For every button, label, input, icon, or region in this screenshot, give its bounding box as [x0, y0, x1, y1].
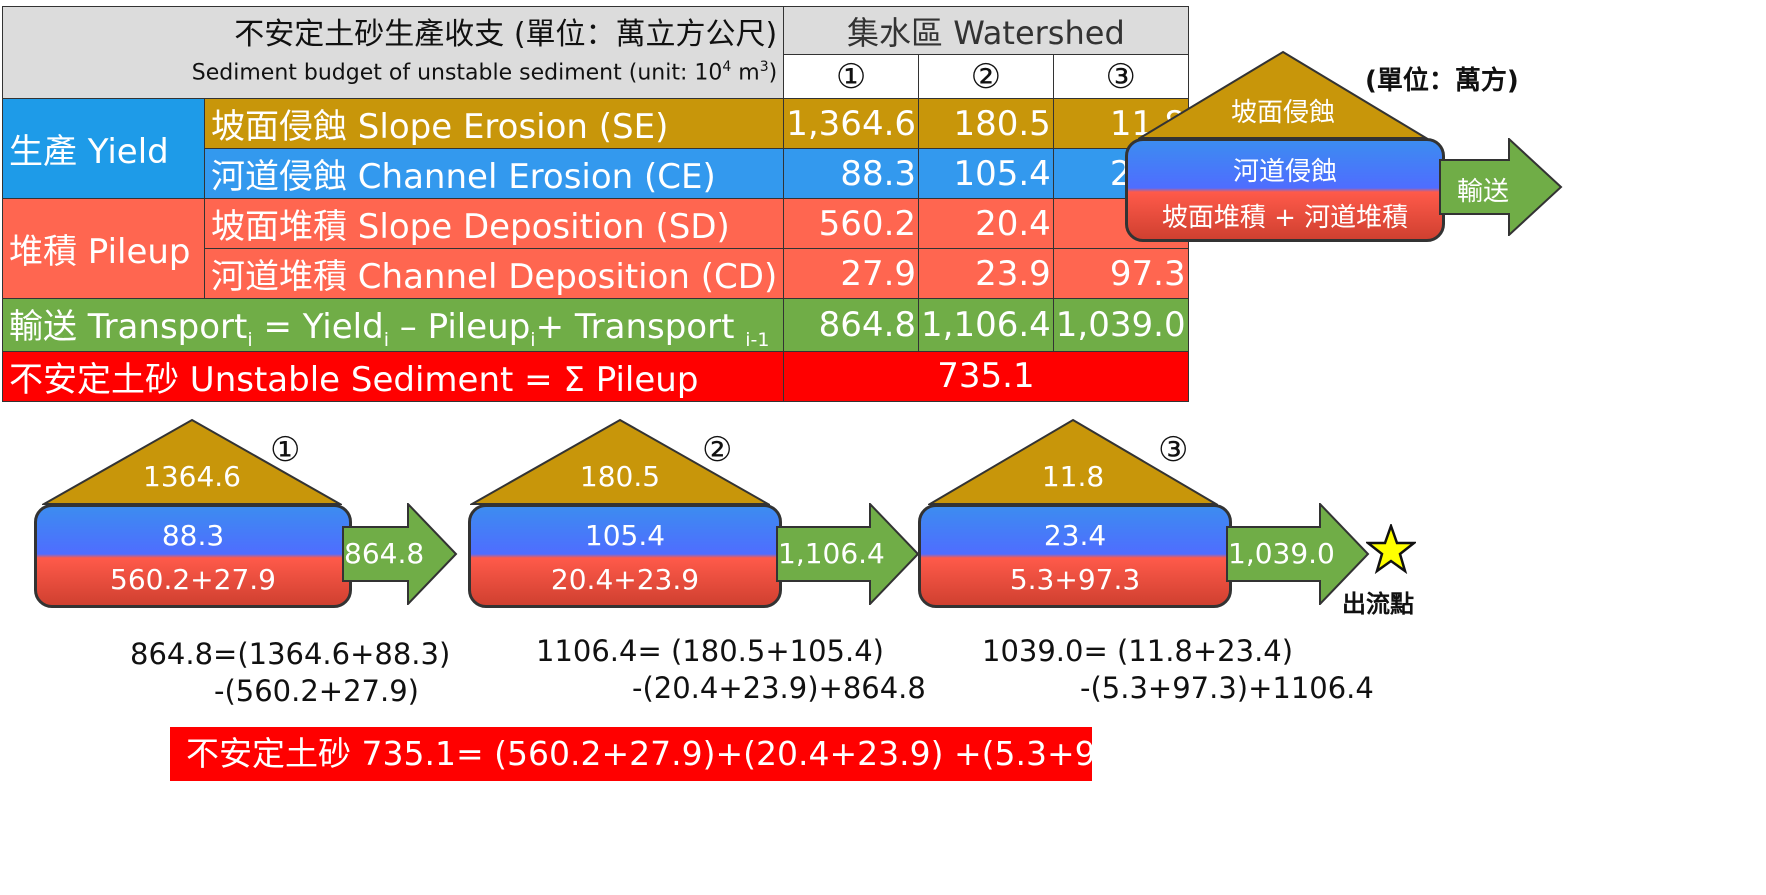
title-en-part: ): [768, 60, 778, 86]
legend-arrow-label: 輸送: [1456, 177, 1509, 207]
legend-top-label: 坡面侵蝕: [1230, 98, 1335, 128]
watershed-num: ②: [918, 54, 1054, 99]
block-3-dep-value: 5.3+97.3: [1009, 563, 1141, 596]
yield-label: 生產 Yield: [2, 98, 205, 199]
outlet-star-icon: [1364, 522, 1418, 575]
formula-part: = Yield: [252, 307, 384, 347]
formula-part: + Transport: [535, 307, 735, 347]
block-2-transport-value: 1,106.4: [778, 537, 885, 570]
title-en-sup: 4: [722, 59, 732, 76]
ce-value: 105.4: [918, 148, 1054, 199]
sediment-budget-table: 不安定土砂生產收支 (單位：萬立方公尺) Sediment budget of …: [1, 6, 1189, 402]
pileup-label: 堆積 Pileup: [2, 198, 205, 299]
legend-middle-label: 河道侵蝕: [1232, 157, 1337, 187]
block-1-transport-value: 864.8: [344, 537, 425, 570]
block-1-transport-arrow: 864.8: [342, 503, 458, 605]
unstable-label: 不安定土砂 Unstable Sediment = Σ Pileup: [1, 350, 785, 402]
title-en-sup: 3: [759, 59, 769, 76]
formula-sub: i: [530, 328, 536, 351]
sd-value: 20.4: [918, 198, 1054, 249]
cd-value: 27.9: [783, 248, 920, 299]
block-1-ce-value: 88.3: [161, 519, 225, 552]
block-1-box: 88.3 560.2+27.9: [34, 504, 352, 608]
unstable-sediment-summary: 不安定土砂 735.1= (560.2+27.9)+(20.4+23.9) +(…: [170, 727, 1161, 781]
formula-part: – Pileup: [388, 307, 531, 347]
block-2-equation-line-2: -(20.4+23.9)+864.8: [632, 671, 926, 705]
formula-sub: i-1: [745, 328, 770, 351]
block-3-ce-value: 23.4: [1043, 519, 1107, 552]
row-label-ce: 河道侵蝕 Channel Erosion (CE): [203, 148, 785, 199]
unit-label: (單位：萬方): [1365, 66, 1519, 96]
row-label-se: 坡面侵蝕 Slope Erosion (SE): [203, 98, 785, 149]
outlet-label: 出流點: [1342, 590, 1414, 618]
block-3-se-value: 11.8: [1041, 460, 1105, 493]
row-label-sd: 坡面堆積 Slope Deposition (SD): [203, 198, 785, 249]
block-2-transport-arrow: 1,106.4: [776, 503, 920, 605]
block-3-slope-erosion: 11.8: [928, 418, 1218, 506]
cd-value: 97.3: [1052, 248, 1189, 299]
watershed-num: ①: [783, 54, 920, 99]
block-3-equation-line-1: 1039.0= (11.8+23.4): [982, 634, 1294, 668]
sd-value: 560.2: [783, 198, 920, 249]
block-1-slope-erosion: 1364.6: [42, 418, 342, 506]
block-3-equation-line-2: -(5.3+97.3)+1106.4: [1080, 671, 1374, 705]
legend-box: 河道侵蝕 坡面堆積 + 河道堆積: [1125, 138, 1445, 242]
transport-value: 864.8: [783, 298, 920, 352]
block-2-slope-erosion: 180.5: [470, 418, 770, 506]
title-en-part: m: [731, 60, 760, 86]
table-title-zh: 不安定土砂生產收支 (單位：萬立方公尺): [234, 17, 778, 53]
block-3-box: 23.4 5.3+97.3: [918, 504, 1232, 608]
arrow-shape: [1226, 503, 1370, 605]
formula-sub: i: [247, 328, 253, 351]
watershed-header: 集水區 Watershed: [783, 6, 1189, 55]
row-label-cd: 河道堆積 Channel Deposition (CD): [203, 248, 785, 299]
block-2-box: 105.4 20.4+23.9: [468, 504, 782, 608]
formula-sub: i: [383, 328, 389, 351]
se-value: 1,364.6: [783, 98, 920, 149]
se-value: 180.5: [918, 98, 1054, 149]
block-2-se-value: 180.5: [579, 460, 661, 493]
watershed-1-number: ①: [270, 430, 301, 470]
block-2-ce-value: 105.4: [584, 519, 666, 552]
arrow-shape: [1439, 138, 1563, 236]
title-en-part: Sediment budget of unstable sediment (un…: [191, 60, 723, 86]
block-3-transport-arrow: 1,039.0: [1226, 503, 1370, 605]
legend-slope-erosion: 坡面侵蝕: [1138, 50, 1428, 140]
legend-transport-arrow: 輸送: [1439, 138, 1563, 236]
unstable-value: 735.1: [783, 350, 1189, 402]
arrow-shape: [342, 503, 458, 605]
block-2-equation-line-1: 1106.4= (180.5+105.4): [536, 634, 884, 668]
block-1-se-value: 1364.6: [143, 460, 241, 493]
block-3-transport-value: 1,039.0: [1228, 537, 1335, 570]
watershed-num: ③: [1052, 54, 1189, 99]
arrow-shape: [776, 503, 920, 605]
block-1-equation-line-1: 864.8=(1364.6+88.3): [130, 637, 451, 671]
table-title-en: Sediment budget of unstable sediment (un…: [9, 53, 777, 87]
watershed-2-number: ②: [702, 430, 733, 470]
star-shape: [1364, 522, 1418, 575]
block-1-equation-line-2: -(560.2+27.9): [214, 674, 419, 708]
ce-value: 88.3: [783, 148, 920, 199]
watershed-3-number: ③: [1158, 430, 1189, 470]
cd-value: 23.9: [918, 248, 1054, 299]
formula-part: 輸送 Transport: [9, 307, 248, 347]
transport-formula: 輸送 Transporti = Yieldi – Pileupi+ Transp…: [1, 298, 785, 352]
transport-value: 1,039.0: [1052, 298, 1189, 352]
block-1-dep-value: 560.2+27.9: [110, 563, 276, 596]
transport-value: 1,106.4: [918, 298, 1054, 352]
block-2-dep-value: 20.4+23.9: [550, 563, 700, 596]
table-title: 不安定土砂生產收支 (單位：萬立方公尺) Sediment budget of …: [1, 6, 785, 99]
legend-bottom-label: 坡面堆積 + 河道堆積: [1161, 203, 1409, 233]
